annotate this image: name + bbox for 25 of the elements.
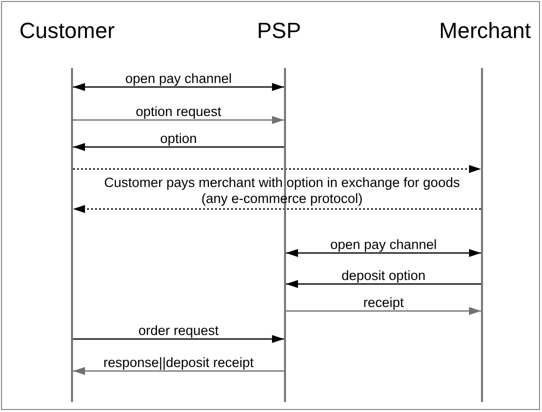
dotted-arrow [73, 165, 481, 173]
lifeline [71, 68, 73, 402]
message-label: response||deposit receipt [101, 355, 256, 370]
message-arrow [73, 83, 284, 91]
message-label: option [158, 131, 199, 146]
message-arrow [286, 307, 481, 315]
message-arrow [286, 280, 481, 288]
message-label: open pay channel [123, 71, 234, 86]
participant-label: PSP [256, 18, 302, 44]
message-label: option request [134, 104, 224, 119]
message-arrow [73, 367, 284, 375]
message-arrow [286, 249, 481, 257]
message-label: order request [136, 323, 221, 338]
message-arrow [73, 143, 284, 151]
lifeline [481, 68, 483, 402]
note-text: Customer pays merchant with option in exchange for goods (any e-commerce protocol) [103, 175, 461, 207]
message-label: deposit option [339, 268, 428, 283]
message-arrow [73, 116, 284, 124]
participant-label: Merchant [439, 18, 531, 44]
participant-label: Customer [19, 18, 115, 44]
message-label: receipt [361, 295, 406, 310]
message-arrow [73, 335, 284, 343]
lifeline [284, 68, 286, 402]
message-label: open pay channel [328, 237, 439, 252]
dotted-arrow [73, 205, 481, 213]
